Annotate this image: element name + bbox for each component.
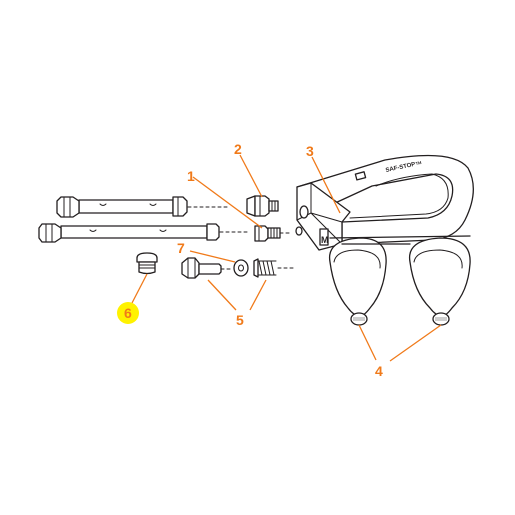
- part-7-washer: [233, 259, 249, 277]
- callout-6-highlight: [117, 302, 139, 324]
- handle-slot: [354, 171, 367, 181]
- callout-3: 3: [306, 143, 314, 159]
- upper-hose-assembly: [56, 196, 229, 218]
- part-5-spring: [253, 258, 297, 278]
- lower-hose-nut: [38, 223, 62, 243]
- clamp-right: [408, 237, 471, 317]
- trademark-label: TM: [415, 160, 422, 166]
- leader-4: [358, 324, 442, 362]
- callout-5: 5: [236, 312, 244, 328]
- upper-hose-ferrule: [172, 196, 188, 217]
- callout-7: 7: [177, 240, 185, 256]
- valve-mark-plate: [319, 228, 329, 246]
- part-1-adapter-fitting: [254, 225, 293, 242]
- valve-port-lower: [295, 226, 303, 236]
- callout-1: 1: [187, 168, 195, 184]
- lower-hose-assembly: [38, 223, 251, 243]
- callout-2: 2: [234, 141, 242, 157]
- callout-4: 4: [375, 363, 383, 379]
- leader-2: [239, 154, 263, 198]
- callout-6: 6: [124, 305, 132, 321]
- leader-1: [192, 176, 263, 229]
- leader-7: [189, 250, 236, 263]
- valve-handle: [296, 154, 474, 245]
- leader-lines: [131, 154, 442, 362]
- valve-port-upper: [299, 205, 309, 219]
- part-6-plug: [136, 252, 158, 275]
- leader-3: [311, 156, 341, 214]
- upper-hose: [78, 199, 174, 214]
- lower-hose: [60, 225, 208, 239]
- lower-hose-break: [89, 229, 167, 232]
- lower-hose-ferrule: [206, 223, 220, 241]
- valve-mark: M: [321, 235, 329, 245]
- part-5-bolt: [181, 257, 234, 279]
- saf-stop-valve-assembly: SAF-STOP TM M: [295, 154, 474, 326]
- upper-hose-nut: [56, 196, 80, 218]
- upper-hose-break: [99, 203, 157, 206]
- leader-5: [207, 279, 267, 311]
- leader-6: [131, 273, 148, 304]
- part-2-adapter-fitting: [246, 195, 279, 217]
